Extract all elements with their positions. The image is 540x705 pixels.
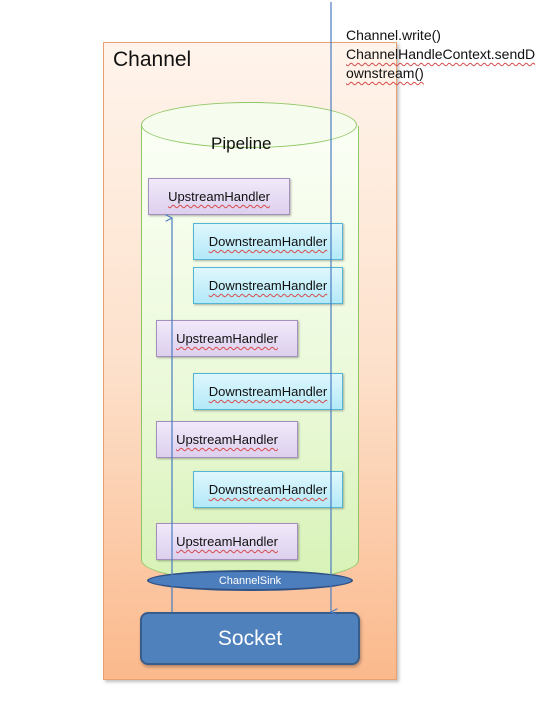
downstream-handler-1-label: DownstreamHandler xyxy=(208,234,328,249)
socket-box: Socket xyxy=(140,612,360,665)
call-note-line-1: Channel.write() xyxy=(346,27,441,43)
channel-title: Channel xyxy=(113,48,192,71)
upstream-handler-4: UpstreamHandler xyxy=(156,523,298,560)
downstream-handler-3: DownstreamHandler xyxy=(193,373,343,410)
upstream-handler-3-label: UpstreamHandler xyxy=(176,432,278,447)
call-note-line-2: ChannelHandleContext.sendD xyxy=(346,46,536,62)
upstream-handler-3: UpstreamHandler xyxy=(156,421,298,458)
upstream-handler-1-label: UpstreamHandler xyxy=(168,189,270,204)
call-note-line-3: ownstream() xyxy=(346,65,424,81)
channel-sink: ChannelSink xyxy=(147,570,353,591)
downstream-handler-4: DownstreamHandler xyxy=(193,471,343,508)
upstream-handler-1: UpstreamHandler xyxy=(148,178,290,215)
downstream-handler-2: DownstreamHandler xyxy=(193,267,343,304)
upstream-handler-2-label: UpstreamHandler xyxy=(176,331,278,346)
downstream-handler-3-label: DownstreamHandler xyxy=(208,384,328,399)
downstream-handler-4-label: DownstreamHandler xyxy=(208,482,328,497)
pipeline-title: Pipeline xyxy=(211,134,272,153)
pipeline-cylinder-top xyxy=(141,102,357,148)
downstream-handler-2-label: DownstreamHandler xyxy=(208,278,328,293)
downstream-handler-1: DownstreamHandler xyxy=(193,223,343,260)
upstream-handler-2: UpstreamHandler xyxy=(156,320,298,357)
call-note: Channel.write() ChannelHandleContext.sen… xyxy=(346,26,535,83)
upstream-handler-4-label: UpstreamHandler xyxy=(176,534,278,549)
